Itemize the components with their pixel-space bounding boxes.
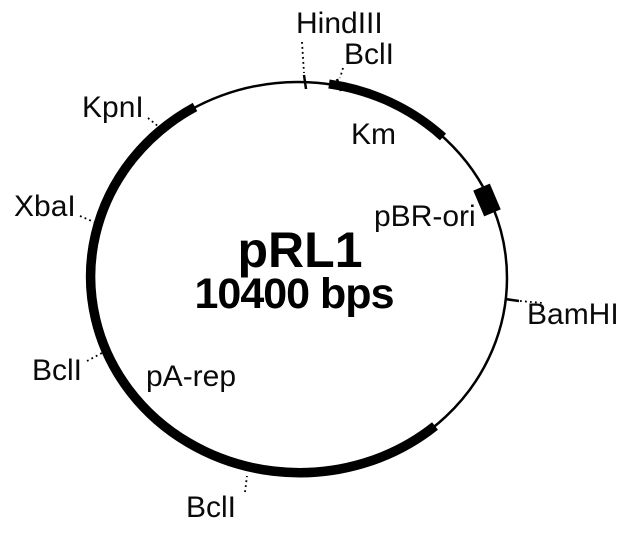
pbr-ori-marker-box xyxy=(473,183,501,217)
plasmid-name: pRL1 xyxy=(237,222,363,278)
xbai-leader-line xyxy=(79,215,95,223)
bamhi-leader-line xyxy=(519,300,544,304)
hindiii-leader-line xyxy=(301,41,305,74)
site-label-hindiii: HindIII xyxy=(296,7,383,40)
bcli-top-leader-line xyxy=(339,67,344,79)
bcli-left-leader-line xyxy=(86,352,103,362)
site-label-bcli-left: BclI xyxy=(32,354,83,387)
bcli-top-site-tick xyxy=(335,78,343,92)
feature-label-pa-rep: pA-rep xyxy=(146,360,237,393)
feature-label-km: Km xyxy=(351,118,396,151)
bcli-bottom-leader-line xyxy=(244,475,248,493)
plasmid-size: 10400 bps xyxy=(194,270,395,318)
hindiii-site-tick xyxy=(302,74,308,90)
pa-rep-gene-arc xyxy=(85,102,438,478)
site-label-xbai: XbaI xyxy=(14,190,76,223)
site-label-bcli-bottom: BclI xyxy=(186,491,237,524)
km-gene-arc xyxy=(328,79,447,141)
site-label-bcli-top: BclI xyxy=(344,38,395,71)
site-label-bamhi: BamHI xyxy=(527,298,619,331)
bamhi-site-tick xyxy=(504,297,520,303)
feature-label-pbr-ori: pBR-ori xyxy=(374,200,476,233)
kpni-leader-line xyxy=(147,117,160,128)
site-label-kpni: KpnI xyxy=(82,91,144,124)
